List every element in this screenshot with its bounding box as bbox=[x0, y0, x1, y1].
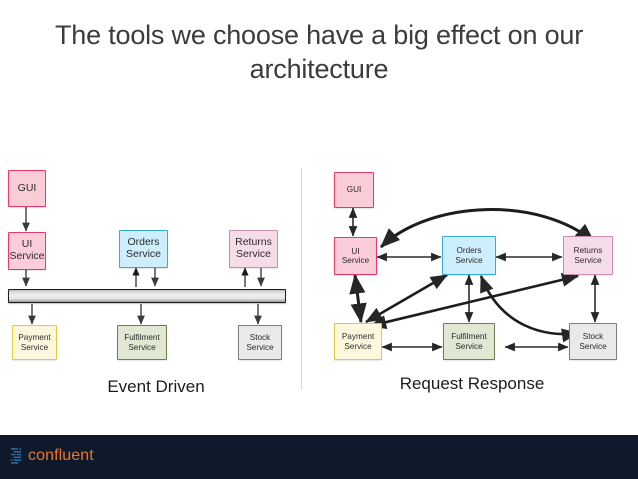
node-returns-service-request-response[interactable]: Returns Service bbox=[563, 236, 613, 275]
diagram-stage: GUI UI Service Orders Service Returns Se… bbox=[0, 150, 638, 390]
node-gui-request-response[interactable]: GUI bbox=[334, 172, 374, 208]
confluent-logo: confluent bbox=[11, 447, 94, 465]
connection-arrows bbox=[22, 207, 600, 352]
node-fulfilment-service-event-driven[interactable]: Fulfilment Service bbox=[117, 325, 167, 360]
node-stock-service-request-response[interactable]: Stock Service bbox=[569, 323, 617, 360]
node-gui-event-driven[interactable]: GUI bbox=[8, 170, 46, 207]
node-ui-service-request-response[interactable]: UI Service bbox=[334, 237, 377, 275]
confluent-mark-icon bbox=[11, 448, 21, 464]
page-title: The tools we choose have a big effect on… bbox=[54, 20, 584, 84]
diagram-divider bbox=[301, 168, 302, 390]
confluent-wordmark: confluent bbox=[28, 447, 94, 464]
arrow-orders-stock-curve-rr bbox=[479, 275, 580, 343]
node-fulfilment-service-request-response[interactable]: Fulfilment Service bbox=[443, 323, 495, 360]
caption-request-response: Request Response bbox=[399, 374, 545, 393]
arrow-payment-orders-rr bbox=[365, 273, 448, 324]
node-payment-service-event-driven[interactable]: Payment Service bbox=[12, 325, 57, 360]
node-stock-service-event-driven[interactable]: Stock Service bbox=[238, 325, 282, 360]
slide-footer: confluent bbox=[0, 435, 638, 479]
node-orders-service-request-response[interactable]: Orders Service bbox=[442, 236, 496, 275]
arrow-ui-payment-rr bbox=[349, 273, 367, 324]
node-orders-service-event-driven[interactable]: Orders Service bbox=[119, 230, 168, 268]
node-payment-service-request-response[interactable]: Payment Service bbox=[334, 323, 382, 360]
node-ui-service-event-driven[interactable]: UI Service bbox=[8, 232, 46, 270]
caption-event-driven: Event Driven bbox=[107, 377, 205, 396]
event-bus[interactable] bbox=[8, 289, 286, 303]
arrow-payment-returns-rr bbox=[368, 272, 580, 330]
node-returns-service-event-driven[interactable]: Returns Service bbox=[229, 230, 278, 268]
